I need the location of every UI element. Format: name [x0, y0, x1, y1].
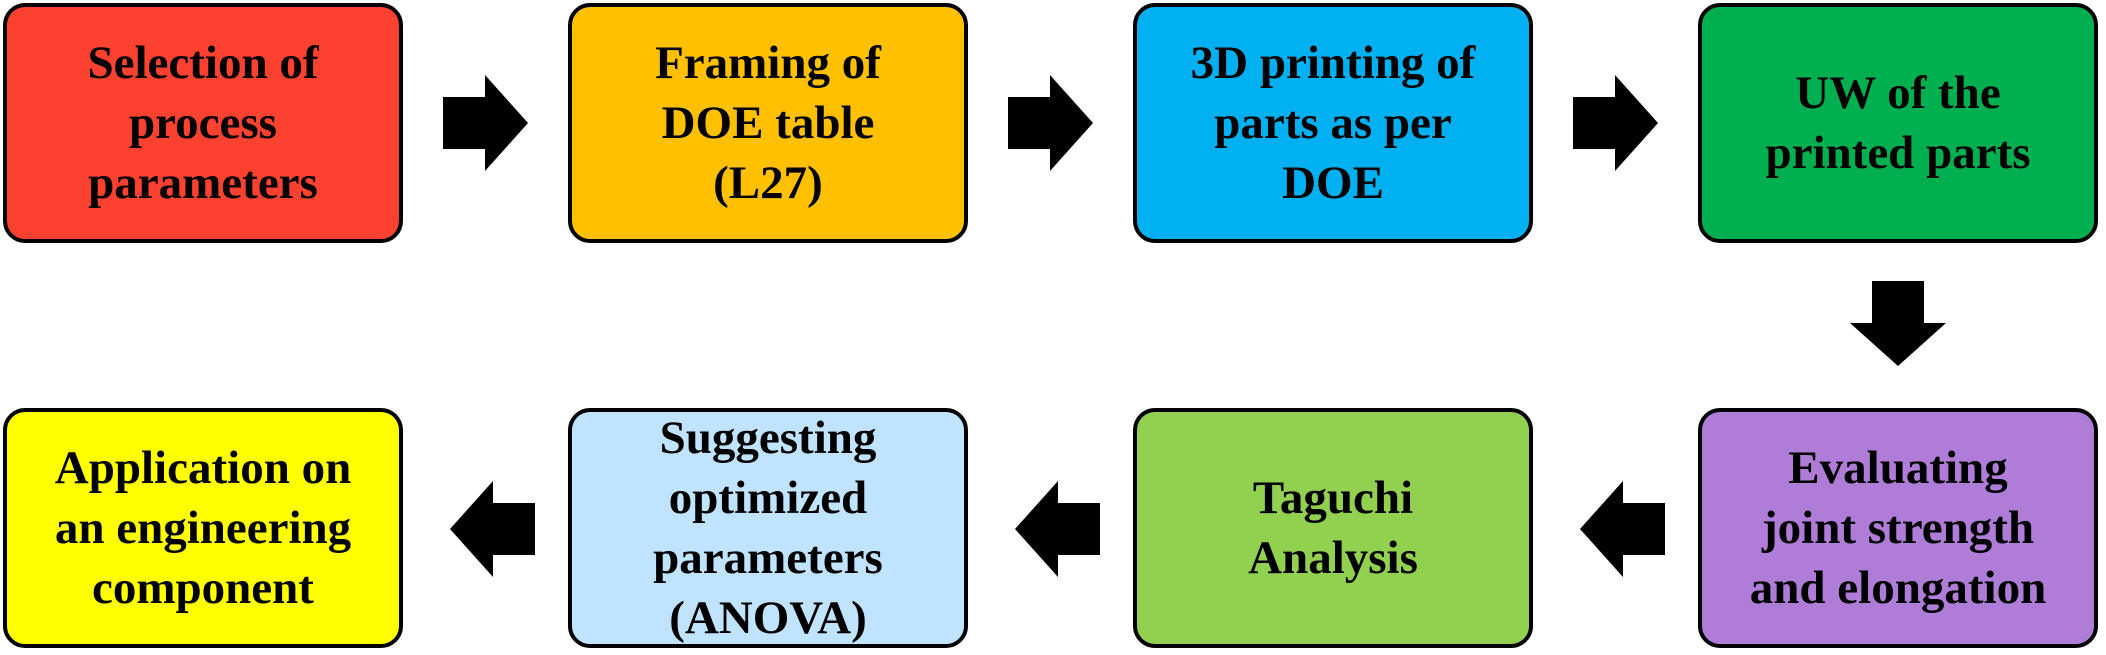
- step-5-label: Evaluating joint strength and elongation: [1749, 442, 2047, 614]
- step-2-label: Framing of DOE table (L27): [655, 37, 881, 209]
- step-1-label: Selection of process parameters: [87, 37, 319, 209]
- down-arrow-icon: [1850, 281, 1946, 366]
- step-1-box: Selection of process parameters: [3, 3, 403, 243]
- left-arrow-icon: [1580, 481, 1665, 577]
- step-2-box: Framing of DOE table (L27): [568, 3, 968, 243]
- step-8-label: Application on an engineering component: [54, 442, 352, 614]
- step-5-box: Evaluating joint strength and elongation: [1698, 408, 2098, 648]
- step-4-box: UW of the printed parts: [1698, 3, 2098, 243]
- step-6-label: Taguchi Analysis: [1248, 472, 1418, 584]
- right-arrow-icon: [1573, 75, 1658, 171]
- step-7-box: Suggesting optimized parameters (ANOVA): [568, 408, 968, 648]
- left-arrow-icon: [1015, 481, 1100, 577]
- right-arrow-icon: [443, 75, 528, 171]
- step-7-label: Suggesting optimized parameters (ANOVA): [653, 412, 883, 644]
- left-arrow-icon: [450, 481, 535, 577]
- right-arrow-icon: [1008, 75, 1093, 171]
- step-6-box: Taguchi Analysis: [1133, 408, 1533, 648]
- step-4-label: UW of the printed parts: [1765, 67, 2031, 179]
- step-3-box: 3D printing of parts as per DOE: [1133, 3, 1533, 243]
- step-8-box: Application on an engineering component: [3, 408, 403, 648]
- step-3-label: 3D printing of parts as per DOE: [1190, 37, 1476, 209]
